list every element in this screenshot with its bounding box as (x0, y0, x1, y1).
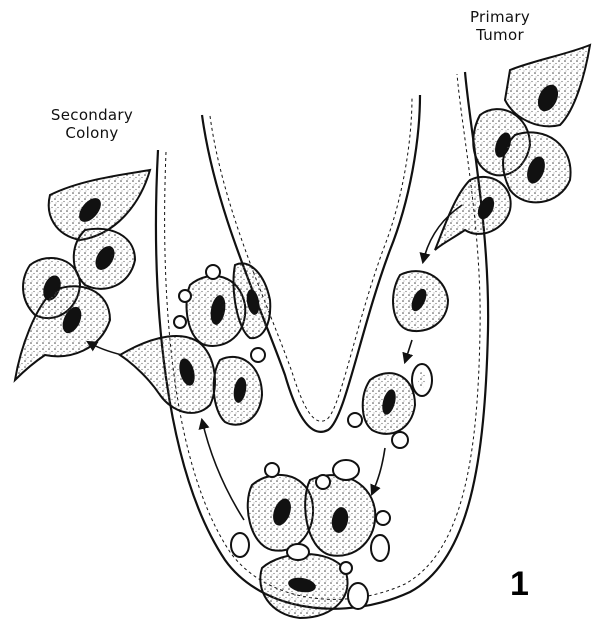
platelet (392, 432, 408, 448)
platelet (340, 562, 352, 574)
primary-label-line2: Tumor (440, 26, 560, 44)
arrow-down-1 (405, 340, 412, 362)
platelet (348, 413, 362, 427)
arrow-to-secondary (88, 342, 122, 355)
platelet (231, 533, 249, 557)
tumor-cell (120, 336, 215, 413)
platelet (265, 463, 279, 477)
tumor-cell (505, 45, 590, 126)
platelet (174, 316, 186, 328)
bottom-clump (231, 460, 390, 618)
arrow-clump-up (202, 420, 244, 520)
secondary-label-line1: Secondary (32, 106, 152, 124)
platelet (333, 460, 359, 480)
primary-tumor-label: Primary Tumor (440, 8, 560, 44)
secondary-colony-label: Secondary Colony (32, 106, 152, 142)
platelet (179, 290, 191, 302)
figure-number: 1 (510, 565, 529, 604)
primary-tumor (435, 45, 590, 250)
platelet (251, 348, 265, 362)
arrested-clump (120, 263, 270, 424)
tumor-cell (435, 177, 511, 250)
platelet (316, 475, 330, 489)
platelet (376, 511, 390, 525)
platelet (287, 544, 309, 560)
platelet (371, 535, 389, 561)
primary-label-line1: Primary (440, 8, 560, 26)
arrow-down-2 (372, 448, 385, 494)
circulating-cells (348, 271, 448, 448)
platelet (206, 265, 220, 279)
secondary-label-line2: Colony (32, 124, 152, 142)
platelet (348, 583, 368, 609)
platelet-core (418, 372, 426, 388)
